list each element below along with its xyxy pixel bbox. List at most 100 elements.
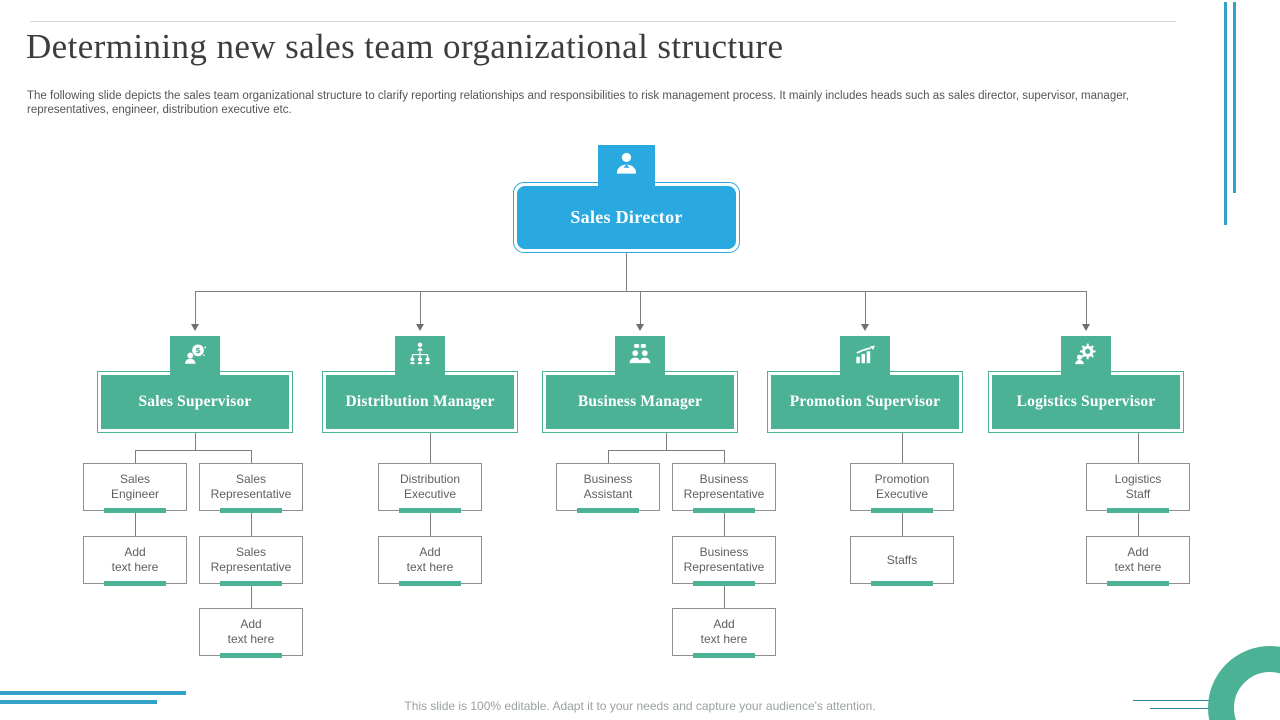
node-label: text here [1114,560,1162,574]
org-node[interactable]: Add text here [199,608,303,658]
connector-line [135,450,252,451]
svg-text:$: $ [195,345,201,355]
node-label: Add [713,617,735,631]
connector-line [135,511,136,536]
connector-line [195,291,1087,292]
org-node[interactable]: Sales Representative [199,536,303,586]
manager-label: Promotion Supervisor [789,393,941,410]
connector-line [195,433,196,450]
node-label: Executive [875,487,929,501]
growth-chart-icon [852,341,878,372]
org-node[interactable]: Logistics Staff [1086,463,1190,513]
node-label: Representative [683,560,765,574]
node-label: Executive [403,487,457,501]
node-label: Promotion [874,472,930,486]
manager-label: Business Manager [577,393,703,410]
footer-note: This slide is 100% editable. Adapt it to… [404,699,876,713]
node-accent-bar [104,581,166,586]
node-label: text here [227,632,275,646]
bottom-right-accent-line-1 [1133,700,1209,701]
org-node-logistics-supervisor[interactable]: Logistics Supervisor [988,371,1184,433]
connector-line [865,291,866,324]
director-icon-tab [598,145,655,186]
node-label: Representative [210,560,292,574]
org-node[interactable]: Business Representative [672,463,776,513]
arrow-down-icon [636,324,644,331]
node-label: Representative [210,487,292,501]
connector-line [1138,433,1139,463]
org-node[interactable]: Promotion Executive [850,463,954,513]
node-accent-bar [1107,581,1169,586]
connector-line [195,291,196,324]
connector-line [430,511,431,536]
node-accent-bar [104,508,166,513]
manager-label: Distribution Manager [345,393,495,410]
connector-line [724,584,725,608]
manager-icon-tab [395,336,445,376]
node-accent-bar [693,508,755,513]
org-node[interactable]: Add text here [378,536,482,586]
bottom-left-accent-line-2 [0,700,157,704]
node-label: Add [240,617,262,631]
connector-line [1086,291,1087,324]
connector-line [251,450,252,463]
node-label: Sales [235,545,267,559]
director-label: Sales Director [570,207,683,227]
org-node[interactable]: Sales Engineer [83,463,187,513]
node-label: Engineer [110,487,160,501]
node-accent-bar [693,653,755,658]
node-label: text here [111,560,159,574]
node-label: Staffs [886,552,918,567]
arrow-down-icon [416,324,424,331]
node-accent-bar [871,581,933,586]
manager-icon-tab [1061,336,1111,376]
org-node-business-manager[interactable]: Business Manager [542,371,738,433]
node-accent-bar [399,581,461,586]
node-accent-bar [220,653,282,658]
node-accent-bar [1107,508,1169,513]
org-node[interactable]: Sales Representative [199,463,303,513]
node-label: Add [124,545,146,559]
person-icon [613,150,640,182]
node-accent-bar [220,508,282,513]
org-node-promotion-supervisor[interactable]: Promotion Supervisor [767,371,963,433]
org-node[interactable]: Business Assistant [556,463,660,513]
gear-person-icon [1073,341,1099,372]
connector-line [626,253,627,291]
node-label: Add [419,545,441,559]
node-label: text here [406,560,454,574]
connector-line [135,450,136,463]
node-label: Logistics [1114,472,1162,486]
connector-line [608,450,725,451]
bottom-left-accent-line-1 [0,691,186,695]
manager-label: Logistics Supervisor [1016,393,1156,410]
org-node-sales-supervisor[interactable]: Sales Supervisor [97,371,293,433]
org-node-sales-director[interactable]: Sales Director [513,182,740,253]
right-accent-line-1 [1224,2,1227,225]
node-label: Business [699,472,749,486]
connector-line [1138,511,1139,536]
connector-line [420,291,421,324]
org-node[interactable]: Business Representative [672,536,776,586]
org-node[interactable]: Add text here [672,608,776,658]
arrow-down-icon [1082,324,1090,331]
connector-line [724,450,725,463]
manager-icon-tab [840,336,890,376]
org-node[interactable]: Staffs [850,536,954,586]
node-label: Distribution [399,472,461,486]
org-node[interactable]: Distribution Executive [378,463,482,513]
node-label: Add [1127,545,1149,559]
team-chat-icon [627,341,653,372]
hierarchy-icon [407,341,433,372]
connector-line [251,584,252,608]
connector-line [666,433,667,450]
top-divider-line [30,21,1176,22]
node-label: text here [700,632,748,646]
org-node-distribution-manager[interactable]: Distribution Manager [322,371,518,433]
node-accent-bar [693,581,755,586]
org-node[interactable]: Add text here [1086,536,1190,586]
page-title: Determining new sales team organizationa… [26,27,784,66]
org-node[interactable]: Add text here [83,536,187,586]
node-label: Business [699,545,749,559]
